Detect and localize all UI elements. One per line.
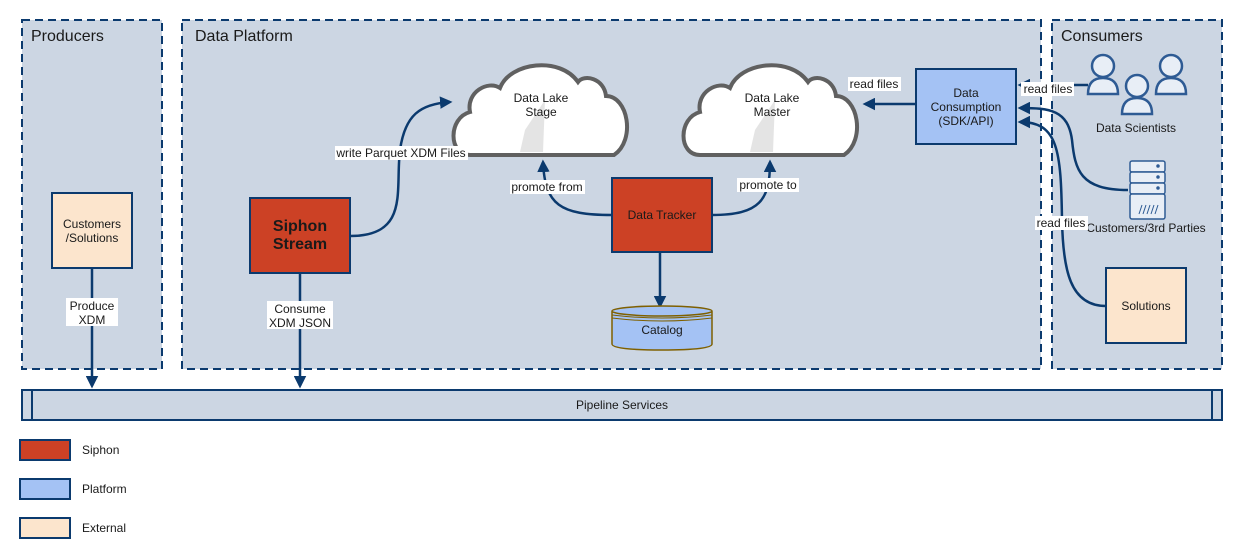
lake-master-line1: Data Lake: [745, 91, 800, 105]
siphon-stream-line1: Siphon: [273, 218, 327, 235]
data-consumption-line1: Data: [953, 86, 979, 100]
data-lake-stage-node[interactable]: Data Lake Stage: [451, 63, 630, 157]
read-files-solutions-text: read files: [1037, 216, 1086, 230]
customers-3rd-parties-label: Customers/3rd Parties: [1086, 221, 1205, 235]
legend-label: Siphon: [82, 443, 119, 457]
edge-label-consume-xdm: Consume XDM JSON: [267, 301, 333, 330]
data-platform-title: Data Platform: [195, 28, 293, 45]
consume-xdm-line2: XDM JSON: [269, 316, 331, 330]
legend-item: Platform: [19, 478, 127, 500]
legend-item: External: [19, 517, 126, 539]
promote-to-text: promote to: [739, 178, 797, 192]
legend-item: Siphon: [19, 439, 119, 461]
read-files-master-text: read files: [850, 77, 899, 91]
legend-label: External: [82, 521, 126, 535]
users-icon: [1086, 53, 1188, 116]
lake-stage-line2: Stage: [525, 105, 557, 119]
read-files-scientists-text: read files: [1024, 82, 1073, 96]
solutions-node[interactable]: Solutions: [1105, 267, 1187, 344]
customers-solutions-line1: Customers: [63, 217, 121, 231]
lake-master-line2: Master: [754, 105, 791, 119]
data-consumption-line2: Consumption: [931, 100, 1002, 114]
lake-stage-line1: Data Lake: [514, 91, 569, 105]
catalog-node[interactable]: Catalog: [611, 305, 713, 351]
edge-label-promote-to: promote to: [737, 178, 799, 192]
siphon-stream-node[interactable]: Siphon Stream: [249, 197, 351, 274]
consume-xdm-line1: Consume: [274, 302, 326, 316]
promote-from-text: promote from: [511, 180, 582, 194]
server-icon: [1129, 160, 1166, 220]
edge-label-write-parquet: write Parquet XDM Files: [335, 146, 468, 160]
edge-label-read-files-solutions: read files: [1035, 216, 1088, 230]
edge-label-produce-xdm: Produce XDM: [66, 298, 118, 327]
consumers-title: Consumers: [1061, 28, 1143, 45]
database-icon: [611, 311, 713, 351]
customers-solutions-node[interactable]: Customers /Solutions: [51, 192, 133, 269]
data-scientists-node[interactable]: Data Scientists: [1086, 53, 1188, 135]
database-top: [611, 305, 713, 317]
solutions-label: Solutions: [1121, 299, 1170, 313]
data-tracker-label: Data Tracker: [628, 208, 697, 222]
edge-label-read-files-scientists: read files: [1021, 82, 1074, 96]
pipeline-services-label: Pipeline Services: [576, 398, 668, 412]
data-tracker-node[interactable]: Data Tracker: [611, 177, 713, 253]
edge-read-files-3rd: [1017, 101, 1129, 192]
legend-swatch: [19, 439, 71, 461]
cloud-shade: [520, 100, 545, 152]
produce-xdm-line1: Produce: [70, 299, 115, 313]
data-scientists-label: Data Scientists: [1096, 121, 1176, 135]
data-consumption-line3: (SDK/API): [938, 114, 993, 128]
customers-3rd-parties-node[interactable]: Customers/3rd Parties: [1086, 160, 1206, 235]
customers-solutions-line2: /Solutions: [66, 231, 119, 245]
data-lake-master-node[interactable]: Data Lake Master: [681, 63, 860, 157]
legend-swatch: [19, 478, 71, 500]
cloud-shade: [750, 100, 775, 152]
edge-promote-to: [711, 159, 777, 217]
legend-label: Platform: [82, 482, 127, 496]
legend-swatch: [19, 517, 71, 539]
database-rings: [611, 314, 713, 322]
write-parquet-text: write Parquet XDM Files: [335, 146, 465, 160]
catalog-label: Catalog: [641, 323, 682, 337]
data-consumption-node[interactable]: Data Consumption (SDK/API): [915, 68, 1017, 145]
siphon-stream-line2: Stream: [273, 236, 327, 253]
edge-label-promote-from: promote from: [510, 180, 585, 194]
pipeline-services-bar[interactable]: Pipeline Services: [21, 389, 1223, 421]
edge-promote-from: [537, 159, 613, 217]
edge-label-read-files-master: read files: [848, 77, 901, 91]
produce-xdm-line2: XDM: [79, 313, 106, 327]
producers-title: Producers: [31, 28, 104, 45]
